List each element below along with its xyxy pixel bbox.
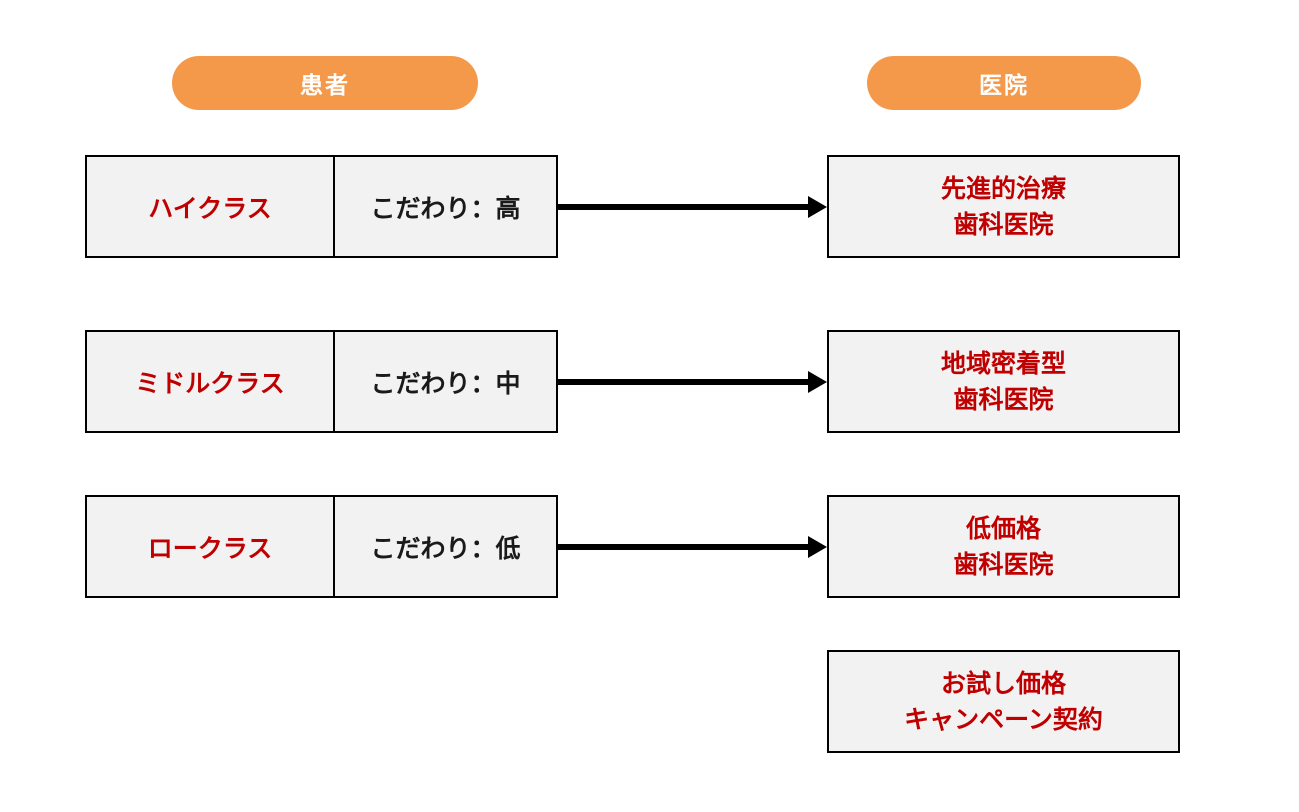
patient-preference-cell: こだわり：低 — [332, 497, 556, 596]
arrow-head-icon — [808, 535, 827, 558]
clinic-name-line1: 先進的治療 — [940, 174, 1066, 203]
patient-class-label: ロークラス — [147, 534, 273, 563]
patient-row-low-class: ロークラス こだわり：低 — [85, 495, 558, 598]
clinic-name-line2: 歯科医院 — [953, 210, 1054, 239]
clinic-box-community-based: 地域密着型 歯科医院 — [827, 330, 1180, 433]
arrow-shaft — [558, 378, 810, 385]
arrow-connector-low — [558, 495, 827, 598]
patient-row-high-class: ハイクラス こだわり：高 — [85, 155, 558, 258]
clinic-box-trial-campaign: お試し価格 キャンペーン契約 — [827, 650, 1180, 753]
patient-class-label: ハイクラス — [148, 194, 272, 223]
arrow-head-icon — [808, 195, 827, 218]
clinics-column-header: 医院 — [867, 56, 1141, 110]
clinic-name-line2: キャンペーン契約 — [904, 705, 1103, 734]
patients-column-header: 患者 — [172, 56, 478, 110]
arrow-head-icon — [808, 370, 827, 393]
patient-class-cell: ハイクラス — [87, 157, 333, 256]
patient-preference-label: こだわり：低 — [370, 534, 521, 563]
arrow-connector-high — [558, 155, 827, 258]
patient-class-label: ミドルクラス — [135, 369, 285, 398]
arrow-shaft — [558, 203, 810, 210]
clinics-column-header-label: 医院 — [979, 72, 1029, 98]
clinic-name-line2: 歯科医院 — [953, 385, 1054, 414]
arrow-shaft — [558, 543, 810, 550]
clinic-name-line1: お試し価格 — [940, 669, 1066, 698]
clinic-box-advanced-treatment: 先進的治療 歯科医院 — [827, 155, 1180, 258]
arrow-connector-middle — [558, 330, 827, 433]
clinic-name-line1: 低価格 — [965, 514, 1041, 543]
clinic-box-low-price: 低価格 歯科医院 — [827, 495, 1180, 598]
patient-preference-cell: こだわり：高 — [332, 157, 556, 256]
patient-preference-label: こだわり：高 — [370, 194, 521, 223]
patients-column-header-label: 患者 — [300, 72, 350, 98]
patient-class-cell: ミドルクラス — [87, 332, 333, 431]
patient-preference-label: こだわり：中 — [370, 369, 521, 398]
patient-row-middle-class: ミドルクラス こだわり：中 — [85, 330, 558, 433]
clinic-name-line2: 歯科医院 — [953, 550, 1054, 579]
patient-preference-cell: こだわり：中 — [332, 332, 556, 431]
clinic-name-line1: 地域密着型 — [940, 349, 1066, 378]
patient-class-cell: ロークラス — [87, 497, 333, 596]
